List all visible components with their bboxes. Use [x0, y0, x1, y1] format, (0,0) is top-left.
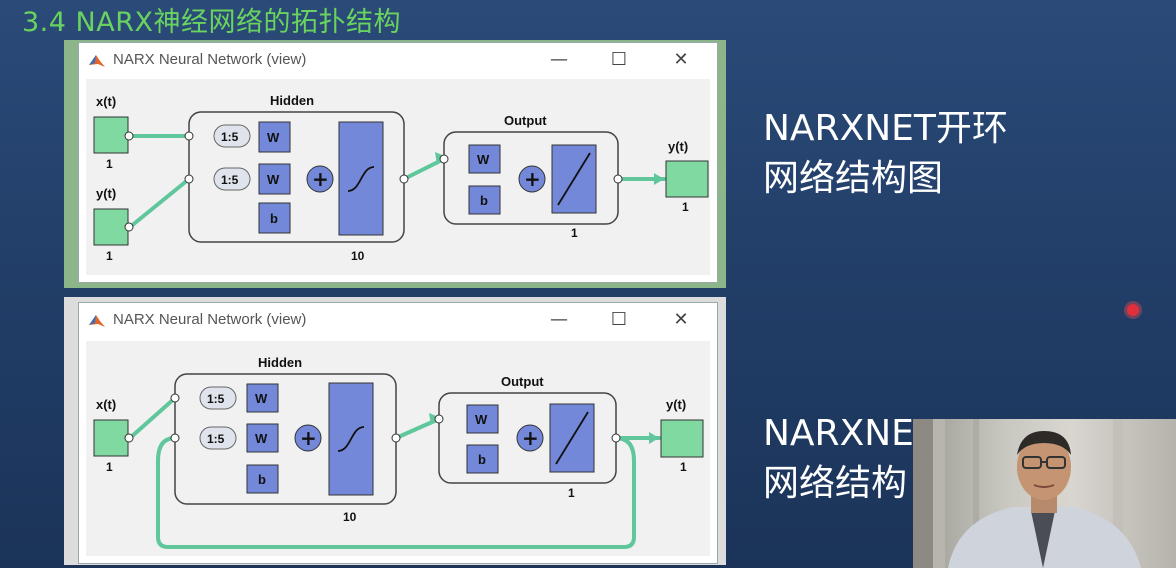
input-terminal-x[interactable]	[93, 116, 129, 154]
caption-line: NARXNE	[763, 413, 914, 454]
weight-block-1[interactable]	[258, 121, 291, 153]
input-label-x: x(t)	[96, 397, 116, 412]
sum-junction	[294, 424, 322, 452]
hidden-layer-title: Hidden	[270, 93, 314, 108]
window-title: NARX Neural Network (view)	[113, 51, 307, 68]
slide-title: 3.4 NARX神经网络的拓扑结构	[22, 7, 401, 38]
weight-block-1[interactable]	[246, 383, 279, 413]
sum-junction	[306, 165, 334, 193]
maximize-button[interactable]: ☐	[610, 309, 628, 330]
closed-loop-caption: NARXNE 网络结构	[763, 409, 914, 509]
bias-block-label: b	[270, 211, 278, 226]
caption-line: NARXNET开环	[763, 108, 1008, 149]
plus-icon: +	[312, 167, 329, 191]
output-sum-junction	[516, 424, 544, 452]
network-diagram-closed-loop: x(t) 1 Hidden 1:5 1:5 W W b + 10	[93, 355, 704, 549]
hidden-layer-size: 10	[343, 510, 357, 524]
tapped-delay-1-label: 1:5	[221, 130, 239, 144]
output-weight-label: W	[477, 152, 490, 167]
input-label-y: y(t)	[96, 186, 116, 201]
input-terminal-x[interactable]	[93, 419, 129, 457]
connector-dot	[124, 222, 134, 232]
connector-dot	[124, 131, 134, 141]
narx-view-window-closed-loop[interactable]: NARX Neural Network (view) — ☐ ✕	[78, 302, 718, 564]
weight-block-2-label: W	[267, 172, 280, 187]
weight-block-2[interactable]	[258, 163, 291, 195]
output-label: y(t)	[666, 397, 686, 412]
output-terminal-size: 1	[680, 460, 687, 474]
output-layer-title: Output	[501, 374, 544, 389]
tapped-delay-1[interactable]	[199, 386, 237, 410]
window-title: NARX Neural Network (view)	[113, 311, 307, 328]
caption-line: 网络结构	[763, 463, 908, 504]
window-titlebar[interactable]: NARX Neural Network (view) — ☐ ✕	[79, 43, 717, 77]
close-button[interactable]: ✕	[673, 49, 689, 70]
output-bias-block[interactable]	[466, 444, 499, 474]
weight-block-1-label: W	[267, 130, 280, 145]
network-diagram-open-loop: x(t) 1 y(t) 1 Hidden 1:5 1:5 W W b +	[93, 93, 709, 263]
bias-block[interactable]	[246, 464, 279, 494]
presenter-image	[913, 419, 1141, 568]
tapped-delay-1-label: 1:5	[207, 392, 225, 406]
hidden-layer-size: 10	[351, 249, 365, 263]
tapped-delay-2[interactable]	[213, 167, 251, 191]
output-bias-block[interactable]	[468, 185, 501, 215]
network-diagram-canvas: x(t) 1 Hidden 1:5 1:5 W W b + 10	[86, 341, 710, 556]
output-layer-title: Output	[504, 113, 547, 128]
weight-block-1-label: W	[255, 391, 268, 406]
tapped-delay-1[interactable]	[213, 124, 251, 148]
matlab-icon	[89, 315, 105, 327]
plus-icon: +	[522, 426, 539, 450]
output-sum-junction	[518, 165, 546, 193]
minimize-button[interactable]: —	[550, 309, 568, 330]
output-terminal[interactable]	[665, 160, 709, 198]
bias-block[interactable]	[258, 202, 291, 234]
sigmoid-icon	[337, 426, 365, 452]
input-size-x: 1	[106, 460, 113, 474]
output-layer-size: 1	[568, 486, 575, 500]
laser-pointer-dot	[1127, 304, 1139, 316]
bias-block-label: b	[258, 472, 266, 487]
output-weight-block[interactable]	[468, 144, 501, 174]
window-titlebar[interactable]: NARX Neural Network (view) — ☐ ✕	[79, 303, 717, 337]
caption-line: 网络结构图	[763, 158, 944, 199]
output-bias-label: b	[480, 193, 488, 208]
plus-icon: +	[524, 167, 541, 191]
input-size-y: 1	[106, 249, 113, 263]
hidden-layer-title: Hidden	[258, 355, 302, 370]
weight-block-2[interactable]	[246, 423, 279, 453]
input-label-x: x(t)	[96, 94, 116, 109]
linear-icon	[555, 411, 589, 465]
plus-icon: +	[300, 426, 317, 450]
tapped-delay-2-label: 1:5	[221, 173, 239, 187]
tapped-delay-2-label: 1:5	[207, 432, 225, 446]
presenter-webcam	[913, 419, 1176, 568]
output-label: y(t)	[668, 139, 688, 154]
close-button[interactable]: ✕	[673, 309, 689, 330]
narx-view-window-open-loop[interactable]: NARX Neural Network (view) — ☐ ✕	[78, 42, 718, 283]
matlab-icon	[89, 55, 105, 67]
maximize-button[interactable]: ☐	[610, 49, 628, 70]
output-terminal-size: 1	[682, 200, 689, 214]
input-size-x: 1	[106, 157, 113, 171]
open-loop-caption: NARXNET开环 网络结构图	[763, 104, 1008, 204]
output-weight-block[interactable]	[466, 404, 499, 434]
weight-block-2-label: W	[255, 431, 268, 446]
sigmoid-icon	[347, 166, 375, 192]
input-terminal-y[interactable]	[93, 208, 129, 246]
network-diagram-canvas: x(t) 1 y(t) 1 Hidden 1:5 1:5 W W b +	[86, 79, 710, 275]
minimize-button[interactable]: —	[550, 49, 568, 70]
output-bias-label: b	[478, 452, 486, 467]
output-weight-label: W	[475, 412, 488, 427]
linear-icon	[557, 152, 591, 206]
tapped-delay-2[interactable]	[199, 426, 237, 450]
output-terminal[interactable]	[660, 419, 704, 458]
output-layer-size: 1	[571, 226, 578, 240]
